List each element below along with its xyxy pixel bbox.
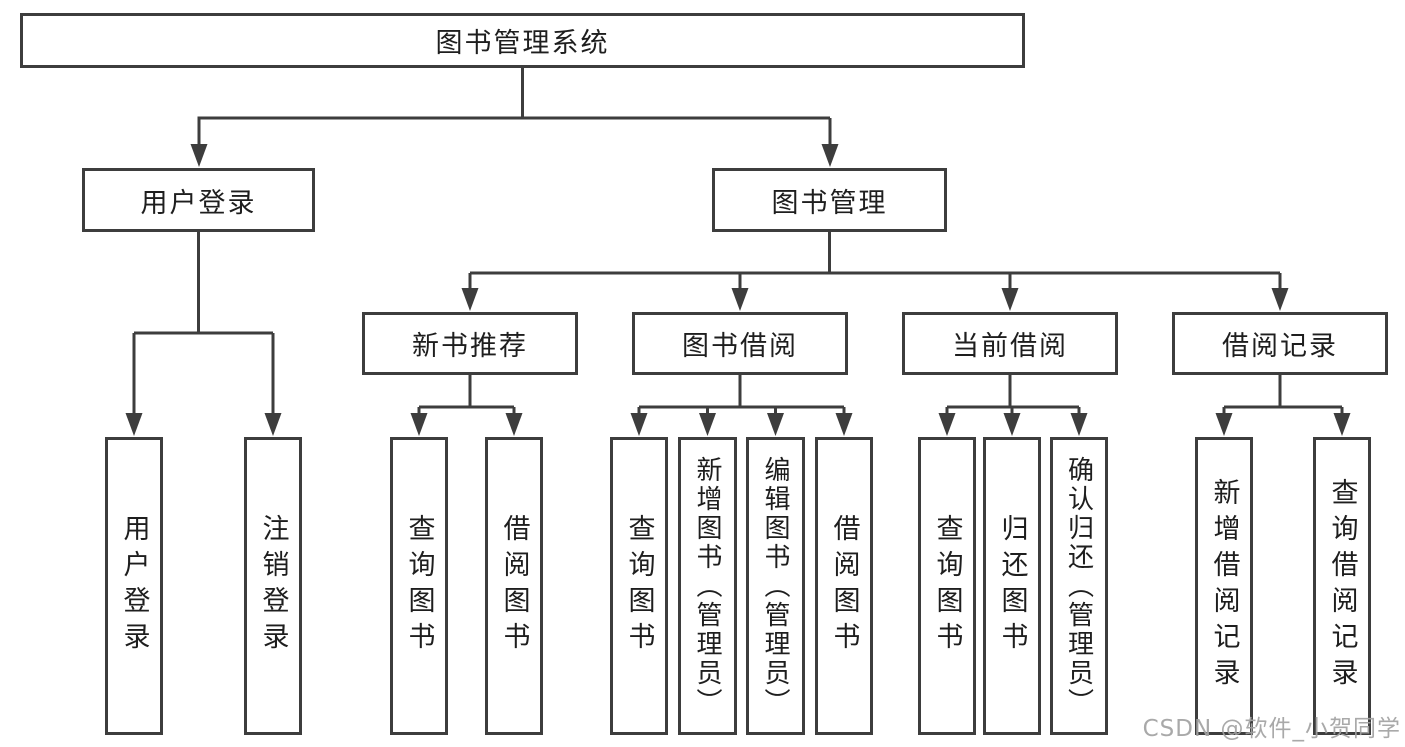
leaf-query-borrow-record-label: 查询借阅记录	[1326, 478, 1358, 694]
leaf-logout: 注销登录	[244, 437, 302, 735]
arrow-down-icon	[1001, 288, 1019, 311]
leaf-query-books-3: 查询图书	[918, 437, 976, 735]
arrow-down-icon	[767, 413, 784, 436]
leaf-edit-book-admin: 编辑图书（管理员）	[746, 437, 805, 735]
arrow-down-icon	[505, 413, 523, 436]
arrow-down-icon	[1070, 413, 1088, 436]
leaf-borrow-books-1-label: 借阅图书	[498, 514, 530, 658]
leaf-add-book-admin: 新增图书（管理员）	[678, 437, 737, 735]
leaf-query-books-2-label: 查询图书	[623, 514, 655, 658]
leaf-add-book-admin-label: 新增图书（管理员）	[692, 455, 722, 717]
arrow-down-icon	[1003, 413, 1021, 436]
leaf-query-books-1-label: 查询图书	[403, 514, 435, 658]
arrow-down-icon	[125, 413, 143, 436]
leaf-borrow-books-2-label: 借阅图书	[828, 514, 860, 658]
connector-user-login-children	[125, 232, 282, 436]
node-current-borrow-label: 当前借阅	[952, 331, 1068, 362]
leaf-add-borrow-record: 新增借阅记录	[1195, 437, 1253, 735]
node-book-management: 图书管理	[712, 168, 947, 232]
node-root: 图书管理系统	[20, 13, 1025, 68]
leaf-user-login-label: 用户登录	[118, 514, 150, 658]
arrow-down-icon	[461, 288, 479, 311]
leaf-borrow-books-1: 借阅图书	[485, 437, 543, 735]
leaf-return-book: 归还图书	[983, 437, 1041, 735]
arrow-down-icon	[410, 413, 428, 436]
node-user-login-label: 用户登录	[140, 187, 257, 219]
node-borrow-records: 借阅记录	[1172, 312, 1388, 375]
arrow-down-icon	[264, 413, 282, 436]
arrow-down-icon	[1271, 288, 1289, 311]
arrow-down-icon	[630, 413, 648, 436]
node-user-login: 用户登录	[82, 168, 315, 232]
arrow-down-icon	[938, 413, 956, 436]
connector-borrow-records-children	[1215, 375, 1351, 436]
leaf-add-borrow-record-label: 新增借阅记录	[1208, 478, 1240, 694]
connector-current-borrow-children	[938, 375, 1088, 436]
node-root-label: 图书管理系统	[435, 28, 610, 59]
leaf-query-books-2: 查询图书	[610, 437, 668, 735]
connector-book-management-children	[461, 232, 1289, 311]
node-new-book-recommend: 新书推荐	[362, 312, 578, 375]
leaf-query-books-3-label: 查询图书	[931, 514, 963, 658]
arrow-down-icon	[1215, 413, 1233, 436]
node-new-book-recommend-label: 新书推荐	[412, 331, 528, 362]
node-book-management-label: 图书管理	[771, 187, 888, 219]
node-borrow-records-label: 借阅记录	[1222, 331, 1338, 362]
arrow-down-icon	[821, 144, 839, 167]
arrow-down-icon	[190, 144, 208, 167]
leaf-confirm-return-admin-label: 确认归还（管理员）	[1063, 455, 1094, 717]
arrow-down-icon	[731, 288, 749, 311]
leaf-confirm-return-admin: 确认归还（管理员）	[1050, 437, 1108, 735]
connector-root-to-level2	[190, 68, 839, 167]
node-book-borrow-label: 图书借阅	[682, 331, 798, 362]
leaf-query-books-1: 查询图书	[390, 437, 448, 735]
leaf-query-borrow-record: 查询借阅记录	[1313, 437, 1371, 735]
node-current-borrow: 当前借阅	[902, 312, 1118, 375]
arrow-down-icon	[835, 413, 853, 436]
leaf-edit-book-admin-label: 编辑图书（管理员）	[760, 455, 790, 717]
arrow-down-icon	[699, 413, 716, 436]
connector-new-book-recommend-children	[410, 375, 523, 436]
connector-book-borrow-children	[630, 375, 853, 436]
watermark: CSDN @软件_小贺同学	[1142, 716, 1401, 742]
arrow-down-icon	[1333, 413, 1351, 436]
node-book-borrow: 图书借阅	[632, 312, 848, 375]
leaf-borrow-books-2: 借阅图书	[815, 437, 873, 735]
leaf-user-login: 用户登录	[105, 437, 163, 735]
leaf-logout-label: 注销登录	[257, 514, 289, 658]
leaf-return-book-label: 归还图书	[996, 514, 1028, 658]
